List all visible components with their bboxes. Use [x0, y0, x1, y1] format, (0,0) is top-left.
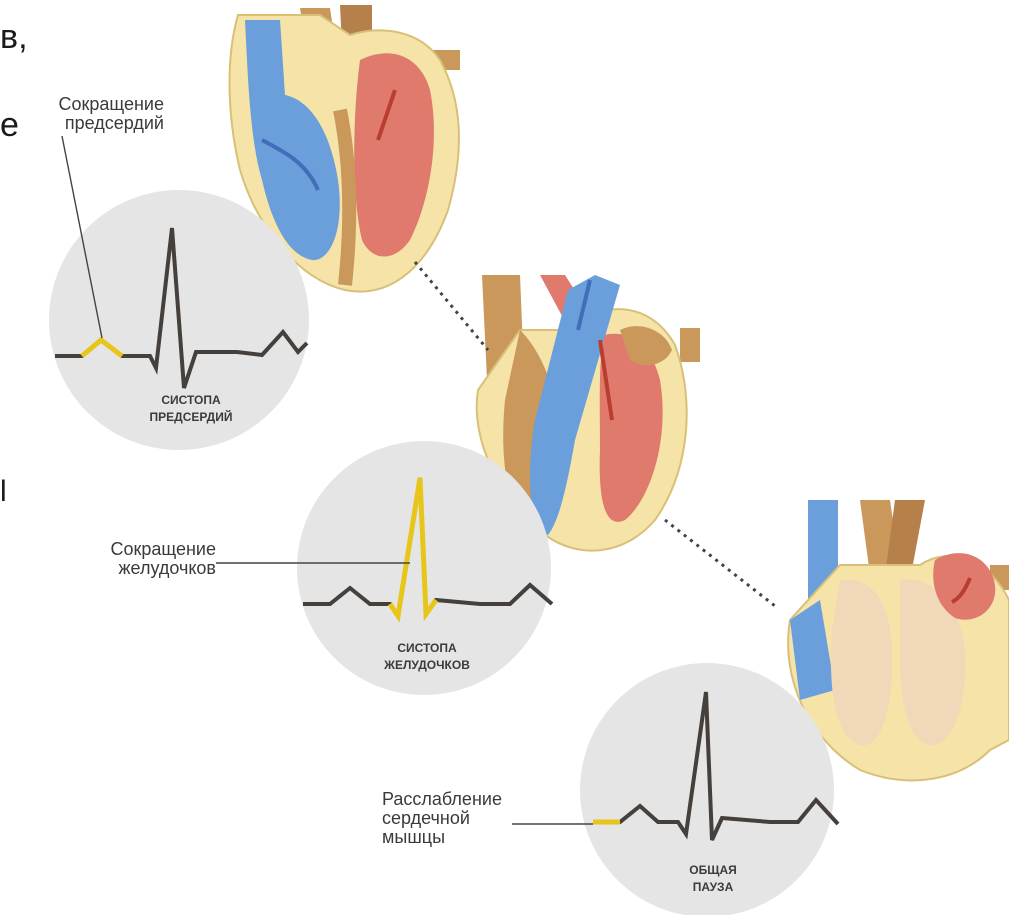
phase-label-ventricular-systole: СИСТОПА ЖЕЛУДОЧКОВ: [347, 640, 507, 674]
cropped-text-fragment-side: l: [0, 475, 7, 509]
callout-muscle-relaxation: Расслабление сердечной мышцы: [382, 790, 532, 847]
dotted-connector-2: [665, 520, 775, 606]
phase-label-general-pause: ОБЩАЯ ПАУЗА: [633, 862, 793, 896]
callout-atrial-contraction: Сокращение предсердий: [8, 95, 164, 133]
callout-ventricular-contraction: Сокращение желудочков: [58, 540, 216, 578]
dotted-connector-1: [415, 262, 488, 350]
phase-label-atrial-systole: СИСТОПА ПРЕДСЕРДИЙ: [111, 392, 271, 426]
cropped-text-fragment-top: в,: [0, 18, 28, 57]
